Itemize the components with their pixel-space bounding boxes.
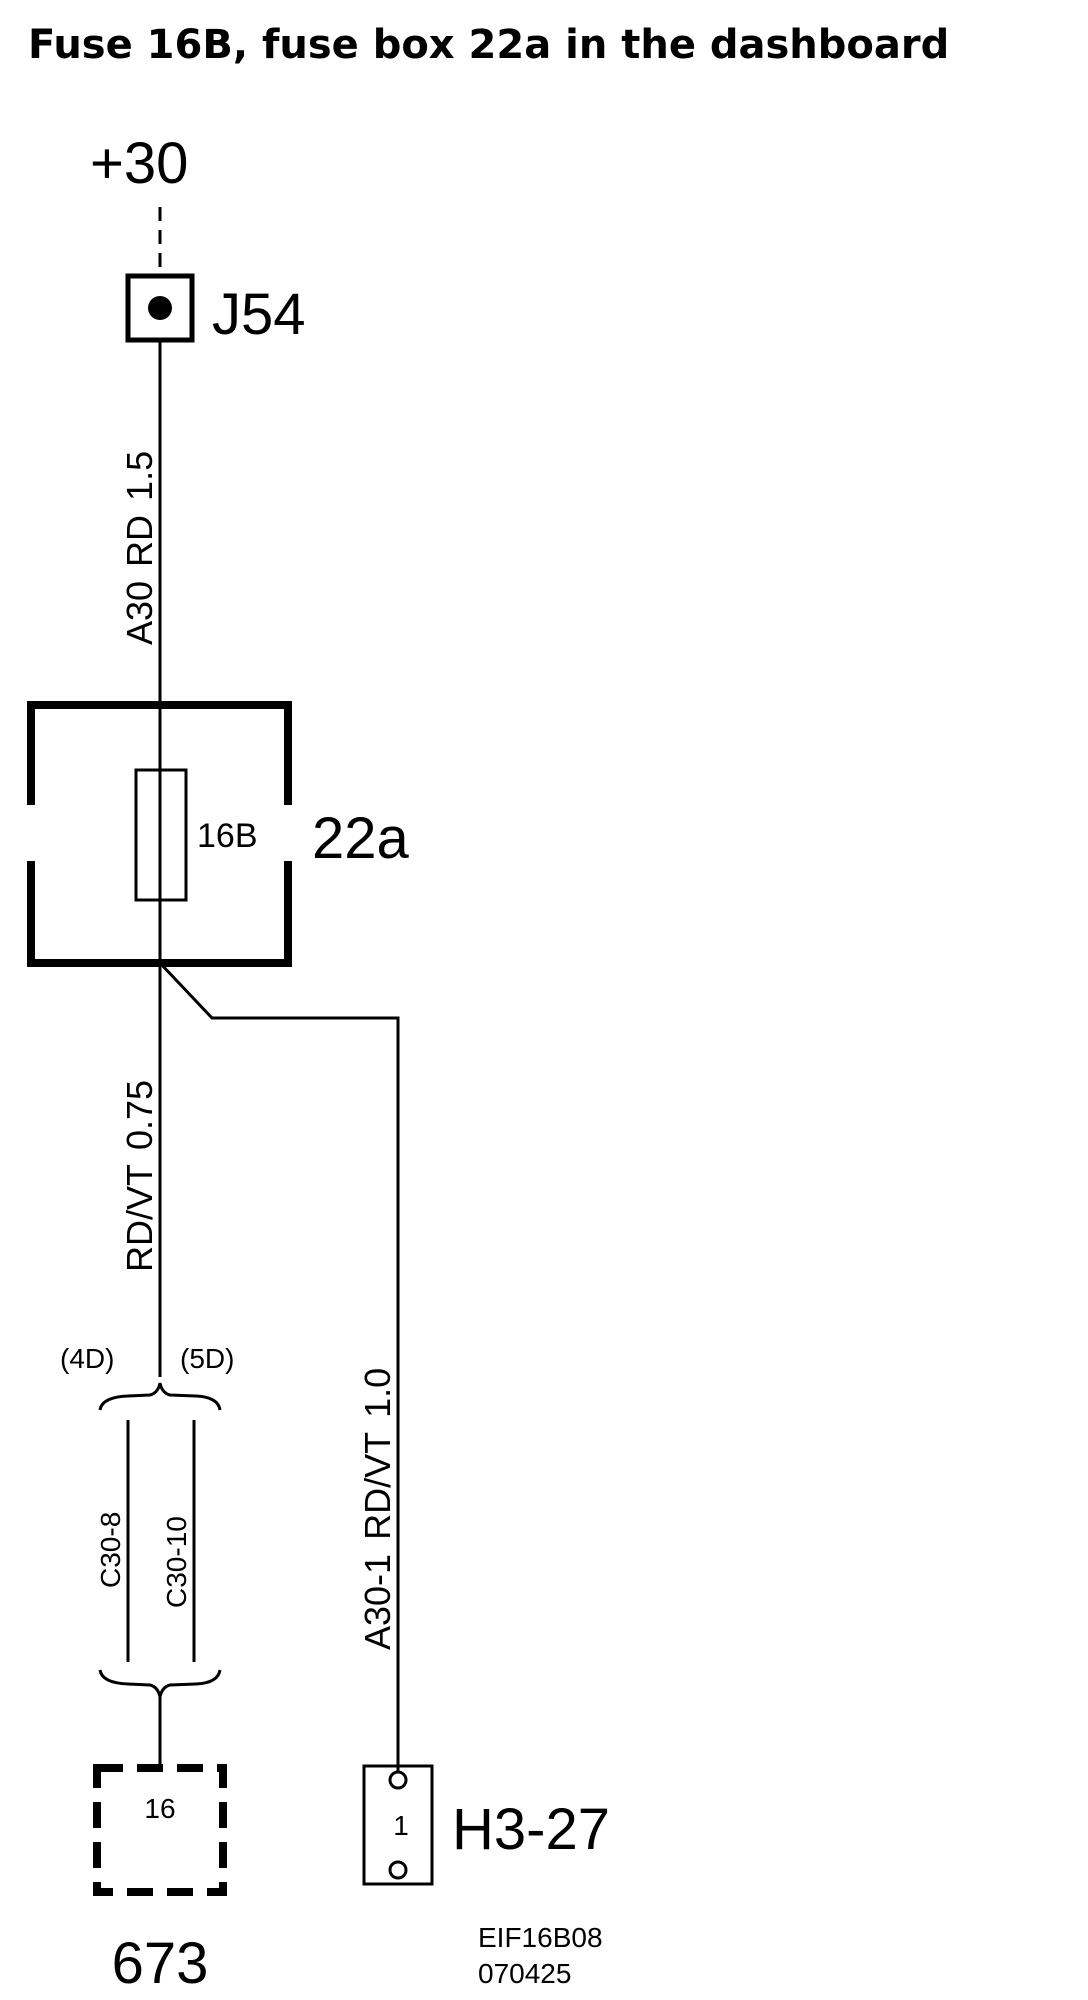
- junction-dot: [148, 296, 172, 320]
- connector-right-label: C30-10: [161, 1516, 192, 1608]
- component-left-label: 673: [112, 1931, 209, 1996]
- junction-label: J54: [212, 282, 306, 347]
- pin-circle-bottom: [388, 1860, 408, 1880]
- branch-wire: [158, 961, 400, 1777]
- component-673-box: [93, 1764, 227, 1896]
- supply-label: +30: [90, 131, 188, 196]
- component-h3-27-box: [362, 1764, 434, 1886]
- variant-right-label: (5D): [180, 1343, 234, 1374]
- component-left-pin: 16: [144, 1793, 175, 1824]
- wire-left-label: RD/VT0.75: [119, 1080, 160, 1272]
- variant-left-label: (4D): [60, 1343, 114, 1374]
- fuse-box-label: 22a: [312, 806, 410, 871]
- wire-top-label: A30RD1.5: [119, 451, 160, 645]
- wire-right-label: A30-1RD/VT1.0: [357, 1368, 398, 1650]
- fuse-box-gap-right: [278, 805, 300, 861]
- component-right-pin: 1: [393, 1810, 409, 1841]
- upper-brace: [98, 1382, 222, 1411]
- lower-brace: [98, 1669, 222, 1698]
- drawing-code: EIF16B08: [478, 1922, 603, 1953]
- fuse-label: 16B: [197, 817, 258, 855]
- diagram-title: Fuse 16B, fuse box 22a in the dashboard: [28, 22, 949, 68]
- fuse-element: [134, 768, 188, 902]
- fuse-box-gap-left: [20, 805, 42, 861]
- component-right-label: H3-27: [452, 1797, 610, 1862]
- drawing-date: 070425: [478, 1958, 571, 1989]
- connector-left-label: C30-8: [95, 1512, 126, 1588]
- pin-circle-top: [388, 1770, 408, 1790]
